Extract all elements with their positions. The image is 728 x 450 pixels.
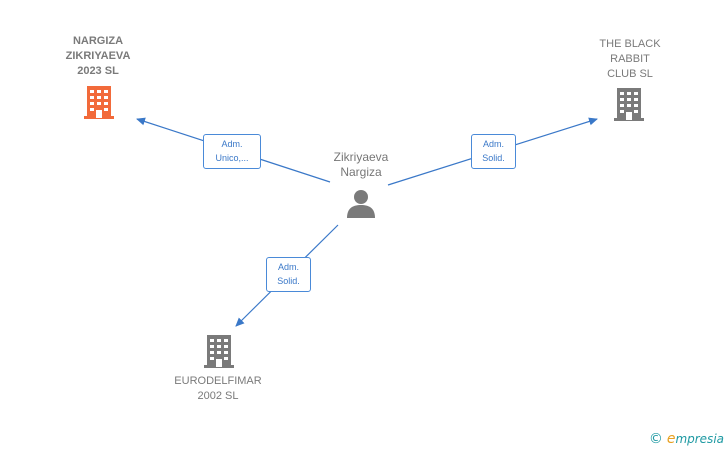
building-icon[interactable] (612, 86, 648, 122)
brand-logo[interactable]: empresia (667, 431, 724, 447)
relation-label-eurodelfimar[interactable]: Adm. Solid. (266, 257, 311, 292)
building-icon[interactable] (202, 333, 238, 369)
company-name-eurodelfimar[interactable]: EURODELFIMAR 2002 SL (174, 375, 262, 402)
company-name-black-rabbit[interactable]: THE BLACK RABBIT CLUB SL (599, 38, 661, 80)
brand-footer: © empresia (649, 430, 724, 448)
copyright-icon: © (648, 431, 663, 447)
company-name-nargiza[interactable]: NARGIZA ZIKRIYAEVA 2023 SL (65, 35, 131, 77)
person-icon[interactable] (345, 188, 377, 220)
building-icon[interactable] (82, 84, 118, 120)
brand-logo-text: mpresia (675, 432, 724, 446)
relation-label-black-rabbit[interactable]: Adm. Solid. (471, 134, 516, 169)
brand-logo-initial: e (666, 431, 676, 447)
relation-label-nargiza[interactable]: Adm. Unico,... (203, 134, 261, 169)
person-name[interactable]: Zikriyaeva Nargiza (333, 150, 389, 179)
